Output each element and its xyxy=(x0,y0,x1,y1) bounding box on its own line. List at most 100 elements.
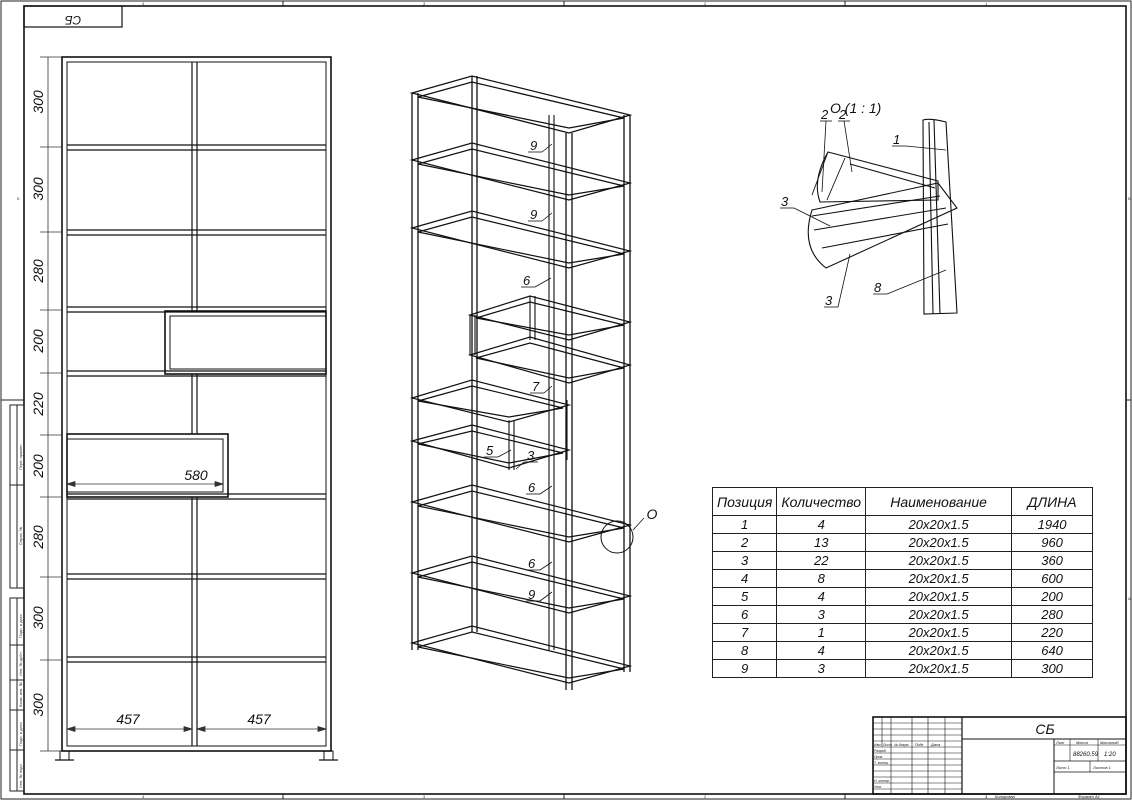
spec-cell: 960 xyxy=(1011,533,1094,552)
tb-scale: 1:20 xyxy=(1104,752,1116,758)
dim-580: 580 xyxy=(184,467,208,483)
detail-callout-2: 2 xyxy=(838,107,847,122)
callout-5: 5 xyxy=(486,443,494,458)
stamp-label: Подп. и дата xyxy=(18,614,23,638)
side-stamp-labels: Перв. примен. Справ. № Подп. и дата Инв.… xyxy=(18,443,23,788)
spec-cell: 20x20x1.5 xyxy=(865,623,1013,642)
tb-role: Пров. xyxy=(874,755,883,759)
spec-cell: 20x20x1.5 xyxy=(865,569,1013,588)
spec-header-length: ДЛИНА xyxy=(1011,487,1094,516)
callout-6: 6 xyxy=(528,480,536,495)
front-width-labels: 457 457 580 xyxy=(116,467,272,727)
title-block xyxy=(872,716,1127,795)
detail-callout-2: 2 xyxy=(820,107,829,122)
zone-letter: А xyxy=(1128,596,1131,601)
spec-cell: 2 xyxy=(711,533,778,552)
dim-300: 300 xyxy=(30,693,46,717)
spec-cell: 20x20x1.5 xyxy=(865,587,1013,606)
zone-num: 2 xyxy=(704,794,707,799)
tb-sheet: Лист 1 xyxy=(1055,765,1070,770)
tb-row-label: Изм xyxy=(874,743,881,747)
spec-cell: 600 xyxy=(1011,569,1094,588)
spec-cell: 20x20x1.5 xyxy=(865,515,1013,534)
tb-row-label: Подп. xyxy=(915,743,924,747)
spec-cell: 280 xyxy=(1011,605,1094,624)
tb-row-label: № докум. xyxy=(894,743,909,747)
dim-300: 300 xyxy=(30,606,46,630)
dim-220: 220 xyxy=(30,392,46,417)
spec-header-name: Наименование xyxy=(865,487,1013,516)
spec-cell: 5 xyxy=(711,587,778,606)
tb-row-label: Дата xyxy=(930,743,940,747)
spec-cell: 1940 xyxy=(1011,515,1094,534)
front-view xyxy=(55,56,338,761)
front-height-dims xyxy=(40,56,62,752)
dim-300: 300 xyxy=(30,90,46,114)
iso-callout-leaders xyxy=(484,143,553,602)
spec-header-position: Позиция xyxy=(711,487,778,516)
detail-callout-8: 8 xyxy=(874,280,882,295)
stamp-label: Взам. инв. № xyxy=(18,682,23,707)
stamp-label: Инв. № подл. xyxy=(18,763,23,788)
zone-num: 1 xyxy=(985,794,988,799)
zone-num: 4 xyxy=(142,794,145,799)
zone-num: 4 xyxy=(142,1,145,6)
spec-cell: 3 xyxy=(711,551,778,570)
spec-cell: 3 xyxy=(776,605,867,624)
detail-title: О (1 : 1) xyxy=(830,100,881,116)
detail-circle xyxy=(600,520,634,554)
spec-cell: 1 xyxy=(776,623,867,642)
tb-role: Т. контр. xyxy=(874,761,889,765)
tb-role: Утв. xyxy=(874,785,882,789)
side-stamp xyxy=(9,404,25,792)
spec-cell: 20x20x1.5 xyxy=(865,641,1013,660)
zone-letter: Б xyxy=(1128,196,1131,201)
zone-num: 1 xyxy=(985,1,988,6)
spec-cell: 4 xyxy=(776,587,867,606)
dim-200: 200 xyxy=(30,454,46,479)
tb-header-mass: Масса xyxy=(1076,740,1089,745)
spec-header-row: Позиция Количество Наименование ДЛИНА xyxy=(711,487,1094,516)
dim-280: 280 xyxy=(30,259,46,284)
title-block-text: СБ Лит Масса Масштаб 88260.59 1:20 Лист … xyxy=(874,721,1119,799)
stamp-label: Инв. № дубл. xyxy=(18,651,23,676)
spec-cell: 20x20x1.5 xyxy=(865,605,1013,624)
spec-cell: 220 xyxy=(1011,623,1094,642)
spec-cell: 13 xyxy=(776,533,867,552)
zone-num: 3 xyxy=(423,1,426,6)
spec-cell: 300 xyxy=(1011,659,1094,678)
iso-callouts: 9 9 6 7 5 3 6 6 9 xyxy=(486,138,540,602)
corner-label-box xyxy=(23,5,123,28)
tb-sheets: Листов 1 xyxy=(1092,765,1111,770)
detail-callout-3: 3 xyxy=(781,194,789,209)
callout-6: 6 xyxy=(523,273,531,288)
zone-letter: Б xyxy=(17,196,20,201)
stamp-label: Подп. и дата xyxy=(18,722,23,746)
tb-header-lit: Лит xyxy=(1055,740,1065,745)
spec-cell: 4 xyxy=(776,641,867,660)
tb-role: Н. контр. xyxy=(874,779,890,783)
callout-9: 9 xyxy=(530,207,537,222)
spec-cell: 20x20x1.5 xyxy=(865,659,1013,678)
spec-cell: 200 xyxy=(1011,587,1094,606)
spec-cell: 4 xyxy=(776,515,867,534)
spec-cell: 8 xyxy=(776,569,867,588)
callout-6: 6 xyxy=(528,556,536,571)
iso-view xyxy=(409,75,633,690)
corner-label: СБ xyxy=(65,13,82,27)
tb-copied: Копировал xyxy=(995,794,1016,799)
spec-cell: 6 xyxy=(711,605,778,624)
dim-457-right: 457 xyxy=(247,711,272,727)
tb-copied-no: 1 xyxy=(985,794,987,799)
front-height-labels: 300 300 280 200 220 200 280 300 300 xyxy=(30,90,46,717)
dim-280: 280 xyxy=(30,525,46,550)
